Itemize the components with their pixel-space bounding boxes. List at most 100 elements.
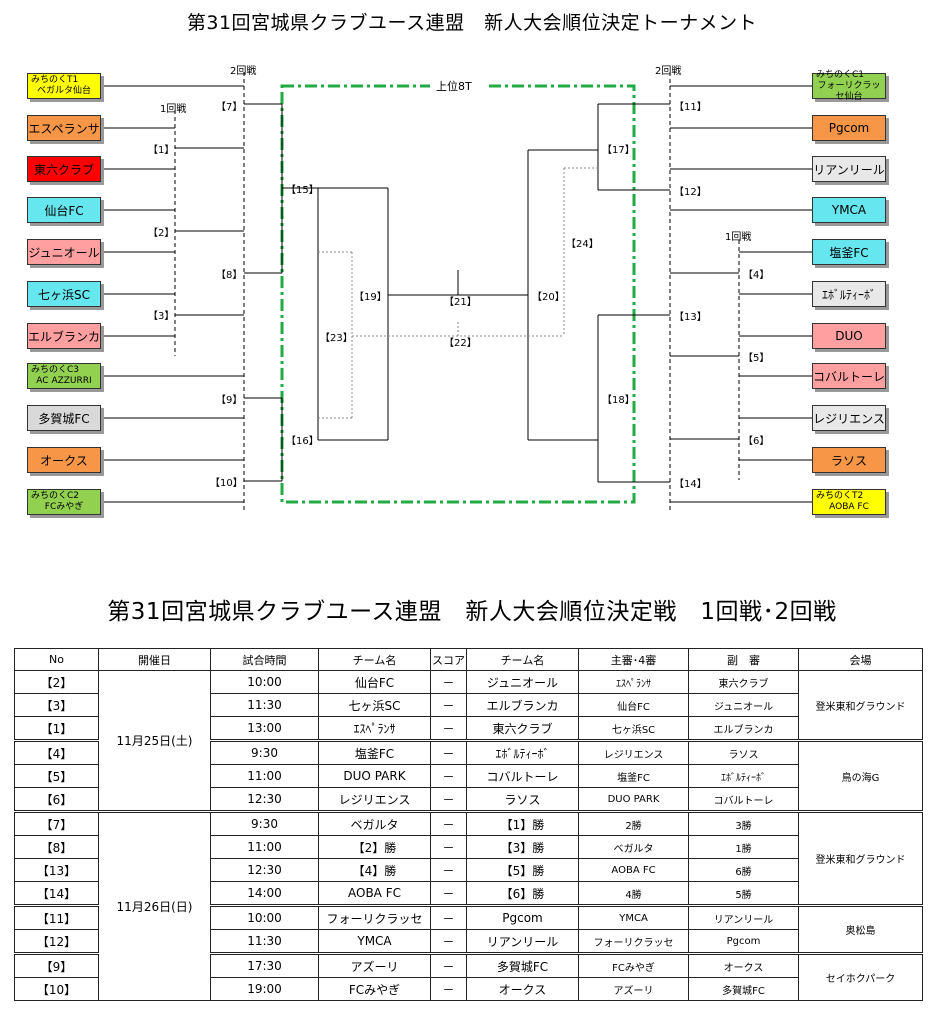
round1-label-left: 1回戦 xyxy=(160,104,187,115)
match-label-23: 【23】 xyxy=(320,333,353,344)
team-name: Pgcom xyxy=(828,121,870,135)
left-team-6: 七ヶ浜SC xyxy=(27,281,101,307)
bracket-lines xyxy=(102,72,812,512)
match-label-21: 【21】 xyxy=(444,297,477,308)
referee: 2勝 xyxy=(578,810,689,836)
match-no: 【13】 xyxy=(14,858,99,882)
score: － xyxy=(430,881,467,906)
header-team-a: チーム名 xyxy=(318,648,431,671)
team-a: 塩釜FC xyxy=(318,739,431,765)
match-no: 【3】 xyxy=(14,693,99,717)
assistant-referee: ｴﾎﾞﾙﾃｨｰﾎﾞ xyxy=(688,764,799,788)
team-b: オークス xyxy=(466,977,579,1001)
assistant-referee: コバルトーレ xyxy=(688,787,799,812)
team-b: ｴﾎﾞﾙﾃｨｰﾎﾞ xyxy=(466,739,579,765)
team-a: フォーリクラッセ xyxy=(318,904,431,930)
match-label-22: 【22】 xyxy=(444,338,477,349)
team-a: 七ヶ浜SC xyxy=(318,693,431,717)
venue: セイホクパーク xyxy=(798,952,923,1001)
schedule-title: 第31回宮城県クラブユース連盟 新人大会順位決定戦 1回戦･2回戦 xyxy=(107,599,837,625)
score: － xyxy=(430,764,467,788)
match-no: 【6】 xyxy=(14,787,99,812)
schedule-header-row: No 開催日 試合時間 チーム名 スコア チーム名 主審･4審 副 審 会場 xyxy=(14,648,923,671)
team-subname: AC AZZURRI xyxy=(36,376,92,386)
referee: アズーリ xyxy=(578,977,689,1001)
score: － xyxy=(430,693,467,717)
match-label-19: 【19】 xyxy=(354,292,387,303)
top8-box xyxy=(280,84,636,504)
assistant-referee: 5勝 xyxy=(688,881,799,906)
team-b: 【1】勝 xyxy=(466,810,579,836)
right-team-2: Pgcom xyxy=(812,115,886,141)
team-name: ラソス xyxy=(830,453,867,468)
assistant-referee: リアンリール xyxy=(688,904,799,930)
team-subname: フォーリクラッセ仙台 xyxy=(817,80,881,102)
match-time: 12:30 xyxy=(210,858,319,882)
team-name: みちのくT2 xyxy=(816,491,864,501)
header-date: 開催日 xyxy=(98,648,211,671)
match-date: 11月26日(日) xyxy=(98,810,211,1001)
match-time: 19:00 xyxy=(210,977,319,1001)
match-time: 14:00 xyxy=(210,881,319,906)
team-name: 塩釜FC xyxy=(829,245,869,260)
team-b: エルブランカ xyxy=(466,693,579,717)
right-team-5: 塩釜FC xyxy=(812,239,886,265)
team-a: 【4】勝 xyxy=(318,858,431,882)
match-label-17: 【17】 xyxy=(602,145,635,156)
right-team-7: DUO xyxy=(812,323,886,349)
team-a: AOBA FC xyxy=(318,881,431,906)
match-no: 【10】 xyxy=(14,977,99,1001)
header-no: No xyxy=(14,648,99,671)
team-name: みちのくC1 xyxy=(816,69,865,80)
team-a: ベガルタ xyxy=(318,810,431,836)
score: － xyxy=(430,810,467,836)
match-label-8: 【8】 xyxy=(216,270,243,281)
match-time: 13:00 xyxy=(210,716,319,741)
match-label-11: 【11】 xyxy=(674,102,707,113)
match-label-20: 【20】 xyxy=(532,292,565,303)
team-b: 【3】勝 xyxy=(466,835,579,859)
venue: 奥松島 xyxy=(798,904,923,954)
assistant-referee: 1勝 xyxy=(688,835,799,859)
right-team-8: コバルトーレ xyxy=(812,363,886,389)
score: － xyxy=(430,904,467,930)
assistant-referee: オークス xyxy=(688,952,799,978)
score: － xyxy=(430,929,467,954)
team-name: 七ヶ浜SC xyxy=(38,287,90,302)
team-b: コバルトーレ xyxy=(466,764,579,788)
score: － xyxy=(430,739,467,765)
assistant-referee: 東六クラブ xyxy=(688,670,799,694)
match-label-7: 【7】 xyxy=(216,102,243,113)
header-assistant: 副 審 xyxy=(688,648,799,671)
match-time: 10:00 xyxy=(210,904,319,930)
referee: AOBA FC xyxy=(578,858,689,882)
match-date: 11月25日(土) xyxy=(98,670,211,812)
match-label-1: 【1】 xyxy=(148,145,175,156)
team-name: 多賀城FC xyxy=(38,411,90,426)
team-name: レジリエンス xyxy=(813,411,885,426)
referee: YMCA xyxy=(578,904,689,930)
header-time: 試合時間 xyxy=(210,648,319,671)
assistant-referee: 多賀城FC xyxy=(688,977,799,1001)
team-name: エスペランサ xyxy=(28,121,100,136)
match-label-13: 【13】 xyxy=(674,312,707,323)
team-b: 【5】勝 xyxy=(466,858,579,882)
referee: FCみやぎ xyxy=(578,952,689,978)
match-no: 【7】 xyxy=(14,810,99,836)
venue: 鳥の海G xyxy=(798,739,923,812)
match-no: 【11】 xyxy=(14,904,99,930)
match-label-10: 【10】 xyxy=(210,478,243,489)
team-a: YMCA xyxy=(318,929,431,954)
match-label-2: 【2】 xyxy=(148,228,175,239)
venue: 登米東和グラウンド xyxy=(798,670,923,741)
match-no: 【8】 xyxy=(14,835,99,859)
